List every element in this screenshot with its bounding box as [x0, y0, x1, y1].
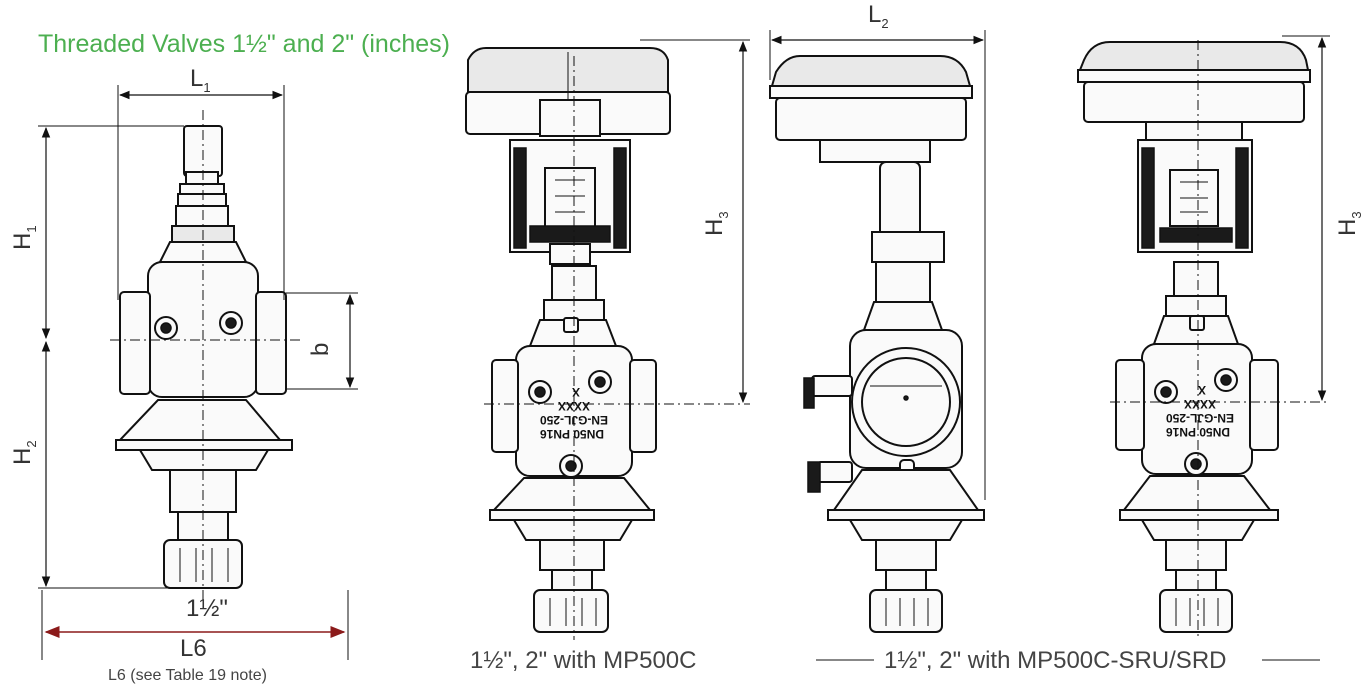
marking-dn-pn-2: DN50 PN16 [1166, 425, 1230, 439]
marking-x: X [572, 385, 580, 399]
dimension-l1: L1 [117, 65, 285, 300]
label-size: 1½" [186, 595, 228, 622]
dimension-h3-sru: H3 [1282, 35, 1363, 402]
caption-sru-group: 1½", 2" with MP500C-SRU/SRD [816, 647, 1320, 674]
label-l2: L2 [868, 1, 889, 31]
label-b: b [307, 343, 334, 356]
caption-mp500c: 1½", 2" with MP500C [470, 647, 696, 674]
marking-material-2: EN-GJL-250 [1166, 411, 1234, 425]
marking-x-2: X [1198, 383, 1206, 397]
dimension-l2: L2 [769, 1, 986, 500]
marking-dn-pn: DN50 PN16 [540, 427, 604, 441]
dimension-h3-mp500c: H3 [640, 39, 750, 404]
page-title: Threaded Valves 1½" and 2" (inches) [38, 30, 450, 58]
valve-view-mp500c: DN50 PN16 EN-GJL-250 XXXX X [465, 47, 750, 640]
dimension-h1-h2: H1 H2 [9, 125, 184, 589]
valve-view-sru-side [769, 55, 985, 633]
l6-note: L6 (see Table 19 note) [108, 667, 267, 684]
label-h1: H1 [9, 225, 39, 250]
label-h2: H2 [9, 440, 39, 465]
label-h3-b: H3 [1334, 211, 1363, 236]
valve-view-sru-front: DN50 PN16 EN-GJL-250 XXXX X [1077, 40, 1326, 640]
label-l6: L6 [180, 635, 207, 662]
label-l1: L1 [190, 65, 211, 95]
dimension-b: b [286, 292, 358, 390]
dimension-l6: 1½" L6 L6 (see Table 19 note) [41, 590, 349, 684]
valve-view-bare [110, 110, 300, 600]
label-h3-a: H3 [701, 211, 731, 236]
caption-sru-srd: 1½", 2" with MP500C-SRU/SRD [884, 647, 1226, 674]
marking-code-2: XXXX [1184, 397, 1216, 411]
